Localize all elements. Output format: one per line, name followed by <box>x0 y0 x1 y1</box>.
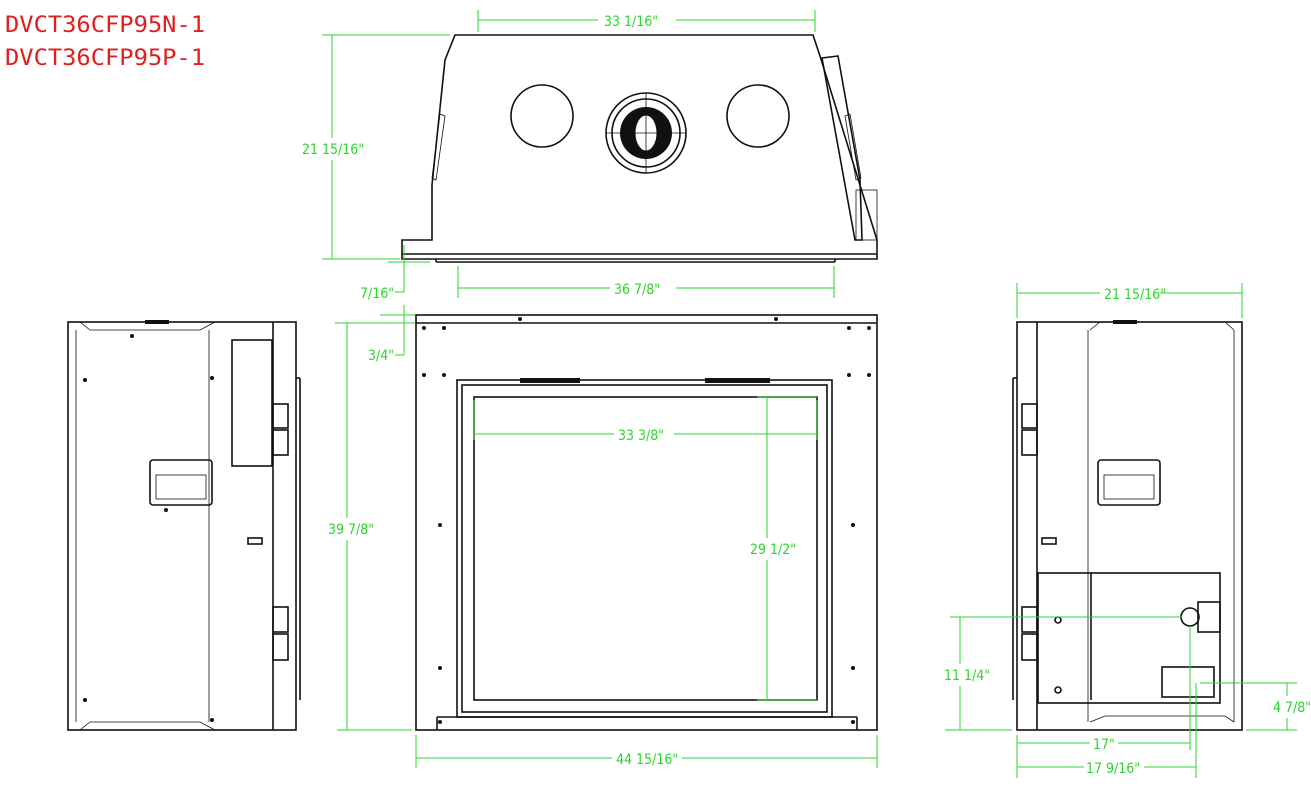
dim-side-depth: 21 15/16" <box>1104 287 1166 303</box>
dimensions: 33 1/16" 21 15/16" 36 7/8" 7/16" 3/4" 39… <box>300 8 1311 779</box>
dim-gas-inlet-height: 11 1/4" <box>944 668 990 684</box>
glass-opening <box>473 396 818 701</box>
dim-gas-inlet-from-front: 17" <box>1093 737 1115 753</box>
left-side-view <box>67 320 301 731</box>
dim-opening-height: 29 1/2" <box>750 542 796 558</box>
model-line-1: DVCT36CFP95N-1 <box>5 13 205 38</box>
dim-top-width: 33 1/16" <box>604 14 658 30</box>
control-compartment <box>1037 572 1221 704</box>
dim-top-offset: 3/4" <box>368 348 394 364</box>
model-title: DVCT36CFP95N-1 DVCT36CFP95P-1 <box>5 13 205 71</box>
dim-bottom-width: 36 7/8" <box>614 282 660 298</box>
dim-top-depth: 21 15/16" <box>302 142 364 158</box>
front-view <box>415 314 878 731</box>
top-view <box>401 34 878 263</box>
dim-valve-height: 4 7/8" <box>1273 700 1311 716</box>
dim-front-height: 39 7/8" <box>328 522 374 538</box>
model-line-2: DVCT36CFP95P-1 <box>5 46 205 71</box>
dim-front-width: 44 15/16" <box>616 752 678 768</box>
dim-opening-width: 33 3/8" <box>618 428 664 444</box>
right-side-view <box>1012 320 1243 731</box>
dim-flange-offset: 7/16" <box>360 286 394 302</box>
dim-valve-from-front: 17 9/16" <box>1086 761 1140 777</box>
